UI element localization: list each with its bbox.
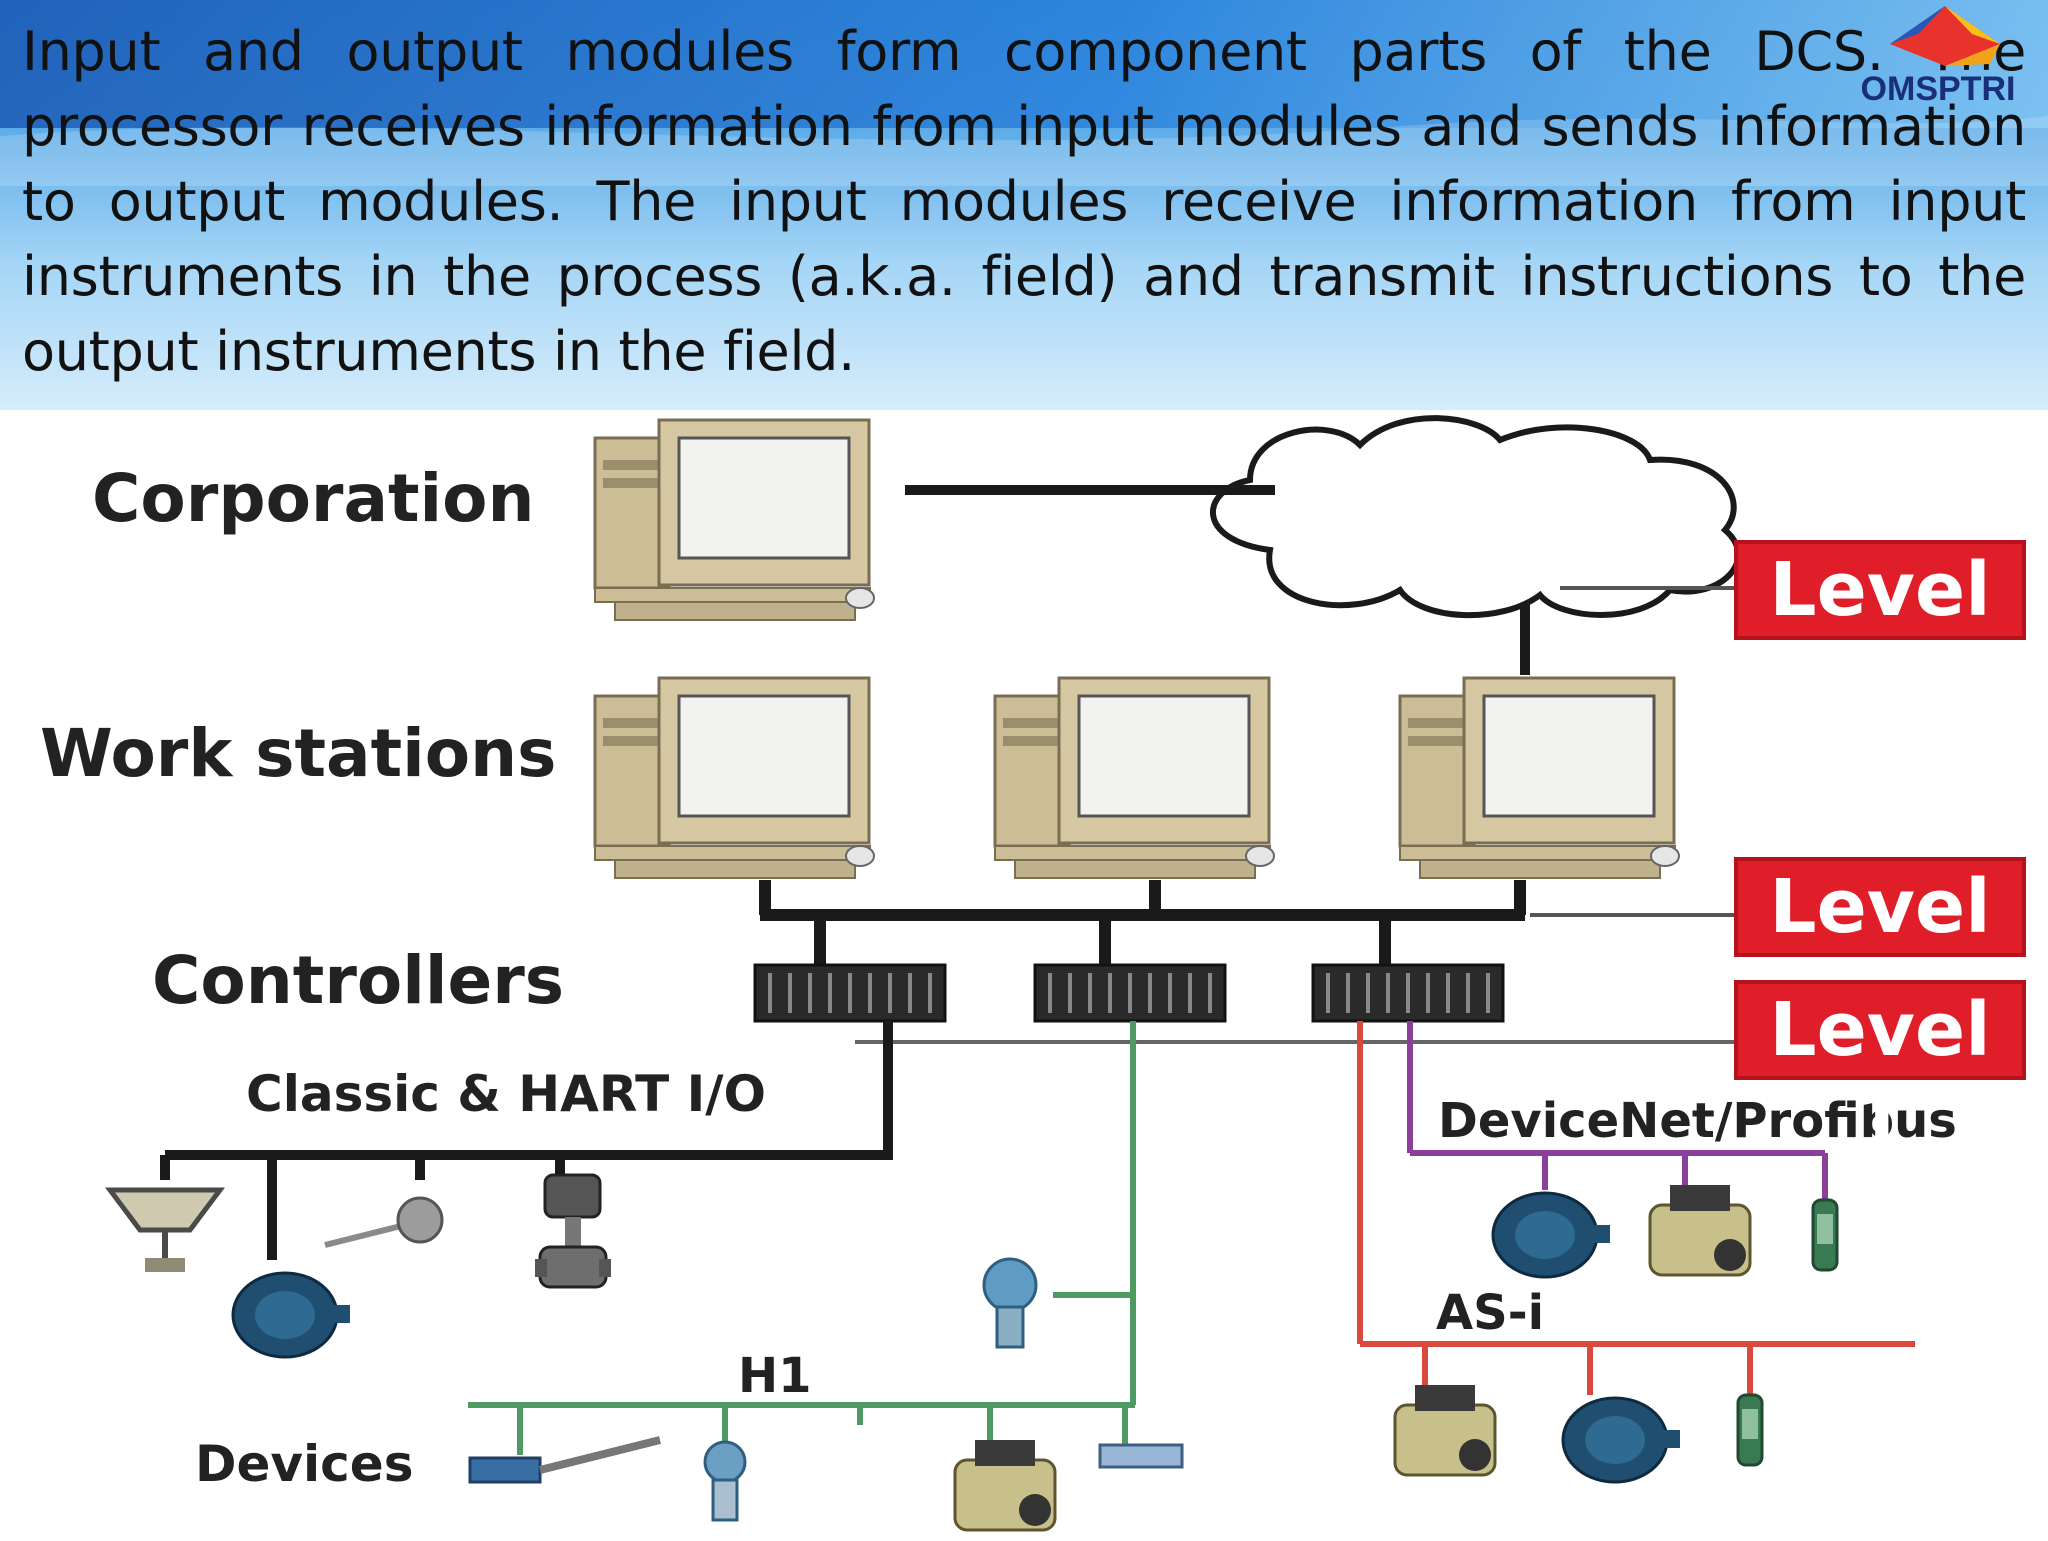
asi-actuator-icon xyxy=(1393,1383,1497,1477)
controller-1 xyxy=(753,963,947,1023)
network-cloud xyxy=(1210,415,1742,619)
pressure-transmitter-icon xyxy=(982,1257,1038,1349)
workstation-computer-3 xyxy=(1398,676,1681,880)
asi-motor-icon xyxy=(1561,1396,1682,1484)
control-valve-icon xyxy=(535,1173,611,1289)
level-2-badge: Level 2 xyxy=(1734,857,2026,1042)
intro-paragraph: Input and output modules form component … xyxy=(22,20,2026,383)
motor-icon xyxy=(231,1271,352,1359)
header-band xyxy=(0,0,2048,128)
flow-sensor-icon xyxy=(468,1436,661,1484)
controller-2 xyxy=(1033,963,1227,1023)
label-asi: AS-i xyxy=(1436,1285,1545,1341)
corporation-computer xyxy=(593,418,876,622)
control-bus xyxy=(759,880,1526,965)
label-devicenet-profibus: DeviceNet/Profibus xyxy=(1438,1093,1957,1149)
logo-text: OMSPTRI xyxy=(1860,70,2016,108)
asi-sensor-icon xyxy=(1736,1393,1764,1467)
level-1-badge: Level 1 xyxy=(1734,980,2026,1165)
label-work-stations: Work stations xyxy=(40,715,557,792)
workstation-computer-2 xyxy=(993,676,1276,880)
flowmeter-icon xyxy=(105,1187,225,1272)
io-block-icon xyxy=(1098,1443,1184,1469)
omsptri-logo xyxy=(1890,6,2000,66)
dcs-architecture-diagram: Corporation Work stations Controllers Cl… xyxy=(0,410,2048,1536)
devicenet-sensor-icon xyxy=(1811,1198,1839,1272)
devicenet-actuator-icon xyxy=(1648,1183,1752,1277)
label-classic-hart-io: Classic & HART I/O xyxy=(246,1065,766,1123)
workstation-computer-1 xyxy=(593,676,876,880)
classic-hart-bus xyxy=(160,1021,893,1260)
slide-header: Input and output modules form component … xyxy=(0,0,2048,410)
diagram-canvas xyxy=(105,415,1915,1532)
header-wave xyxy=(0,116,2048,186)
label-corporation: Corporation xyxy=(92,460,535,537)
label-h1: H1 xyxy=(738,1348,812,1404)
devicenet-bus xyxy=(1407,1021,1828,1200)
controller-3 xyxy=(1311,963,1505,1023)
fieldbus-actuator-icon xyxy=(953,1438,1057,1532)
devicenet-motor-icon xyxy=(1491,1191,1612,1279)
label-devices: Devices xyxy=(195,1435,414,1493)
temperature-probe-icon xyxy=(324,1196,444,1248)
label-controllers: Controllers xyxy=(152,942,565,1019)
level-3-badge: Level 3 xyxy=(1734,540,2026,725)
level-transmitter-icon xyxy=(703,1440,747,1522)
asi-bus xyxy=(1357,1021,1915,1395)
